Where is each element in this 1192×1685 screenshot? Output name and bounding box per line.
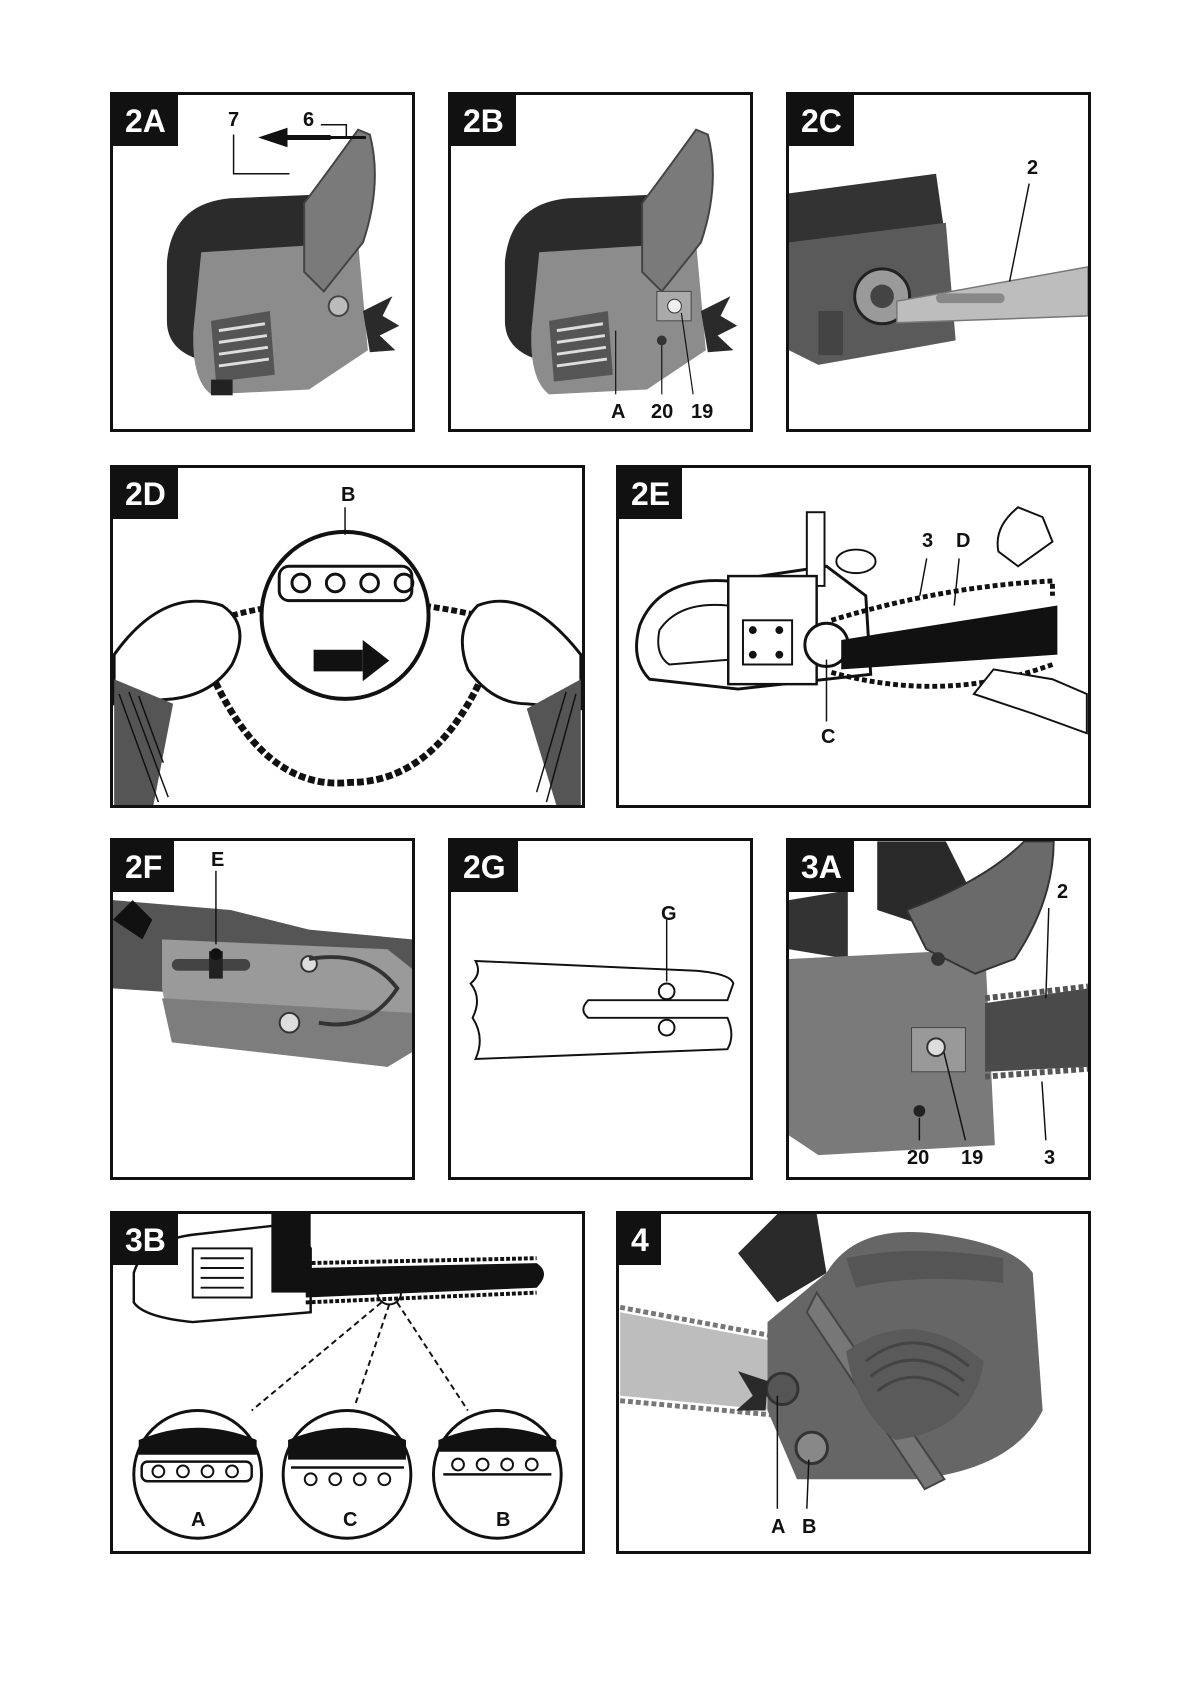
label-b: B	[802, 1516, 816, 1539]
label-a: A	[771, 1516, 785, 1539]
panel-2g: 2G G	[448, 838, 753, 1180]
panel-tag-4: 4	[619, 1214, 661, 1265]
panel-tag-2a: 2A	[113, 95, 178, 146]
panel-2f: 2F E	[110, 838, 415, 1180]
label-a: A	[611, 401, 625, 424]
panel-tag-2e: 2E	[619, 468, 682, 519]
label-2: 2	[1057, 881, 1068, 904]
label-a: A	[191, 1509, 205, 1532]
label-20: 20	[651, 401, 673, 424]
label-7: 7	[228, 109, 239, 132]
label-c: C	[821, 726, 835, 749]
label-3: 3	[1044, 1147, 1055, 1170]
label-6: 6	[303, 109, 314, 132]
chainsaw-illustration	[619, 1214, 1088, 1551]
panel-2e: 2E 3 D C	[616, 465, 1091, 808]
label-b: B	[341, 484, 355, 507]
panel-3a: 3A 2 20 19 3	[786, 838, 1091, 1180]
label-20: 20	[907, 1147, 929, 1170]
label-19: 19	[961, 1147, 983, 1170]
label-c: C	[343, 1509, 357, 1532]
panel-3b: 3B A C B	[110, 1211, 585, 1554]
chain-detail-illustration	[113, 468, 582, 805]
panel-2b: 2B A 20 19	[448, 92, 753, 432]
label-g: G	[661, 903, 677, 926]
label-e: E	[211, 849, 224, 872]
panel-2d: 2D B	[110, 465, 585, 808]
panel-tag-2d: 2D	[113, 468, 178, 519]
label-b: B	[496, 1509, 510, 1532]
panel-tag-2b: 2B	[451, 95, 516, 146]
panel-tag-2f: 2F	[113, 841, 174, 892]
panel-tag-3a: 3A	[789, 841, 854, 892]
panel-4: 4 A B	[616, 1211, 1091, 1554]
label-2: 2	[1027, 157, 1038, 180]
chain-detail-illustration	[113, 1214, 582, 1551]
panel-2c: 2C 2	[786, 92, 1091, 432]
label-19: 19	[691, 401, 713, 424]
label-3: 3	[922, 530, 933, 553]
panel-tag-3b: 3B	[113, 1214, 178, 1265]
arrow-right-icon	[314, 650, 363, 672]
panel-tag-2g: 2G	[451, 841, 518, 892]
chainsaw-illustration	[619, 468, 1088, 805]
label-d: D	[956, 530, 970, 553]
panel-2a: 2A 7 6	[110, 92, 415, 432]
panel-tag-2c: 2C	[789, 95, 854, 146]
